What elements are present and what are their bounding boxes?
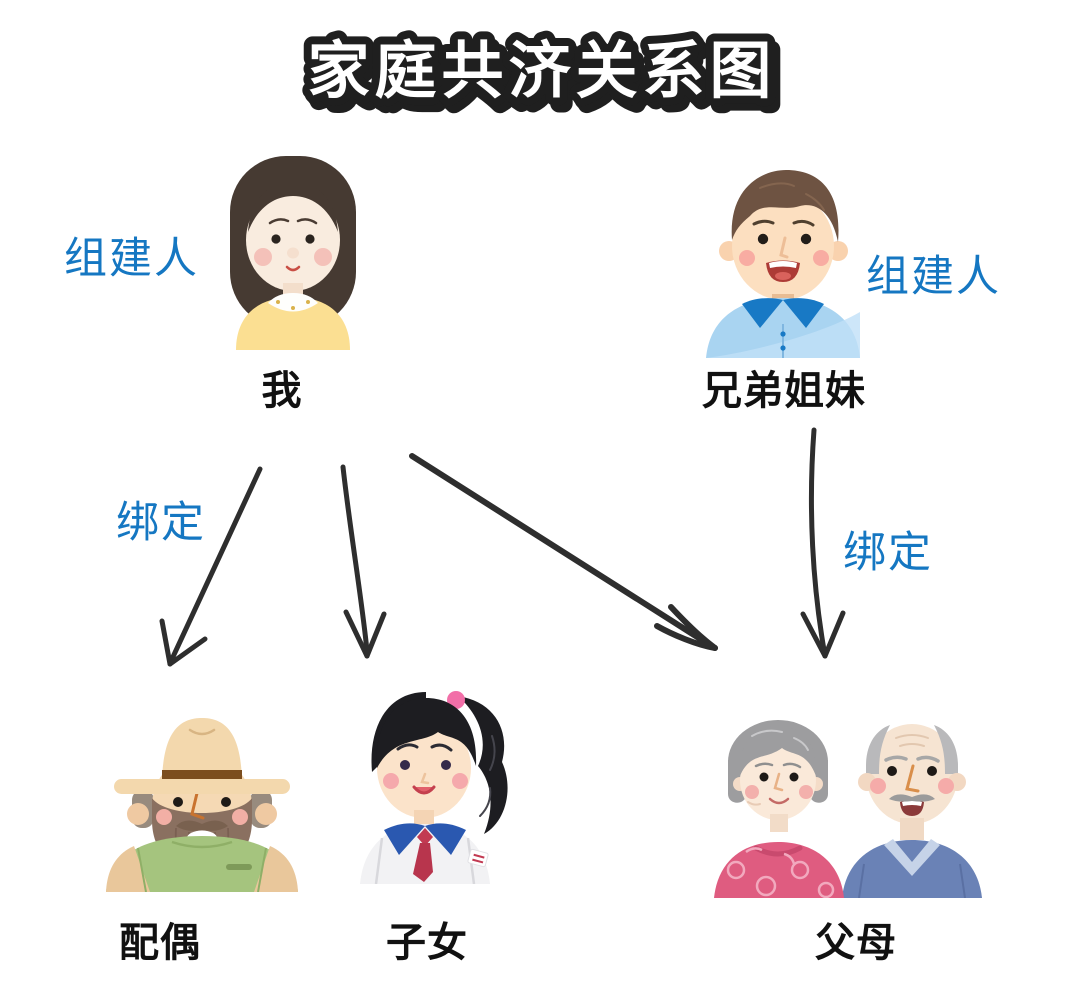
arrow-me-to-parents <box>409 453 718 651</box>
edge-label-bind-right: 绑定 <box>843 529 933 577</box>
me-avatar <box>230 156 356 350</box>
spouse-shirt <box>106 836 298 892</box>
siblings-hair <box>731 170 839 242</box>
siblings-label: 兄弟姐妹 <box>702 369 866 413</box>
diagram-title-text: 家庭共济关系图 <box>307 37 776 106</box>
diagram-title: 家庭共济关系图 家庭共济关系图 <box>299 29 784 120</box>
children-label: 子女 <box>386 921 468 965</box>
children-badge <box>467 848 489 868</box>
grandmother <box>714 720 844 898</box>
spouse-avatar <box>106 718 298 892</box>
arrow-me-to-children <box>340 464 387 659</box>
parents-avatar <box>714 720 982 898</box>
children-ponytail <box>458 696 508 834</box>
spouse-hat <box>114 718 290 794</box>
children-avatar <box>360 691 508 884</box>
me-face <box>246 189 340 291</box>
me-shirt <box>236 297 350 350</box>
grandmother-blouse <box>714 842 844 898</box>
me-label: 我 <box>261 369 303 413</box>
grandfather <box>842 724 982 898</box>
role-label-siblings: 组建人 <box>866 253 1001 301</box>
edge-label-bind-left: 绑定 <box>116 499 206 547</box>
arrow-siblings-to-parents <box>800 427 846 659</box>
role-label-me: 组建人 <box>64 235 199 283</box>
parents-label: 父母 <box>815 921 897 965</box>
spouse-label: 配偶 <box>119 921 201 965</box>
diagram-title-shadow: 家庭共济关系图 <box>312 44 781 113</box>
arrow-me-to-spouse <box>159 466 263 667</box>
siblings-avatar <box>706 170 860 358</box>
children-scrunchie <box>447 691 465 709</box>
children-tie <box>417 828 433 846</box>
